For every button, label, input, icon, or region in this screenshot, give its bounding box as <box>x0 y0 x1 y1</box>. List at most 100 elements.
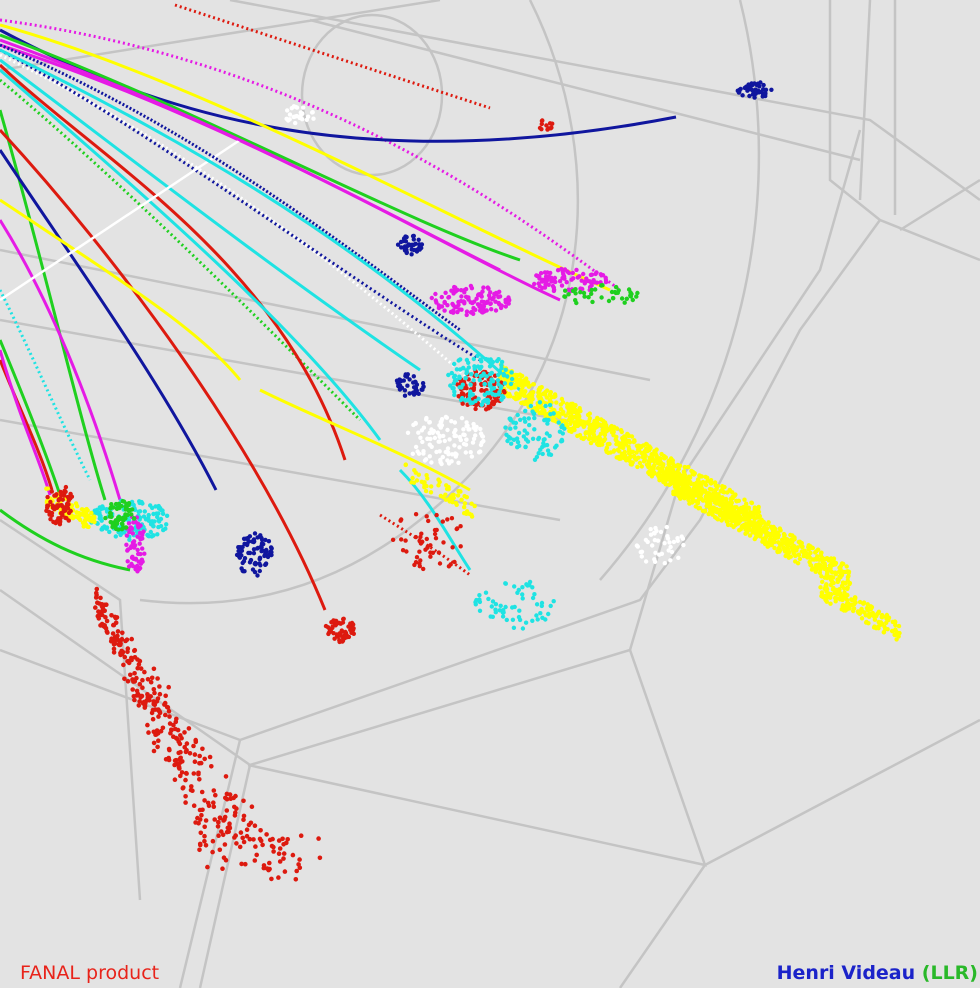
hit <box>646 459 651 464</box>
hit <box>115 629 121 634</box>
hit <box>90 515 96 521</box>
hit <box>63 484 69 490</box>
hit <box>432 531 438 537</box>
hit <box>417 538 422 544</box>
hit <box>440 519 445 524</box>
hit <box>828 601 833 606</box>
hit <box>833 590 838 596</box>
hit <box>594 270 599 275</box>
hit <box>578 286 583 291</box>
hit <box>503 367 508 372</box>
hit <box>479 294 484 299</box>
hit <box>763 87 769 93</box>
hit <box>532 427 537 432</box>
hit <box>133 556 139 561</box>
hit <box>845 575 851 580</box>
hit <box>203 843 209 848</box>
hit <box>146 512 151 518</box>
hit <box>156 714 161 719</box>
hit <box>468 450 473 455</box>
hit <box>466 397 472 402</box>
hit <box>516 430 522 436</box>
hit <box>458 357 463 362</box>
hit <box>224 808 230 813</box>
hit <box>564 280 569 285</box>
hit <box>500 393 505 399</box>
hit <box>894 630 899 636</box>
hit <box>876 609 882 614</box>
hit <box>398 377 403 383</box>
hit <box>785 552 791 557</box>
hit <box>530 397 535 402</box>
hit <box>436 483 441 488</box>
hit <box>430 550 436 555</box>
hit <box>421 425 427 430</box>
hit <box>439 294 444 300</box>
hit <box>485 299 490 304</box>
hit <box>268 545 274 550</box>
hit <box>619 296 625 301</box>
hit <box>543 280 549 286</box>
hit <box>514 436 520 441</box>
hit <box>276 838 282 843</box>
hit <box>546 611 551 617</box>
hit <box>617 449 622 454</box>
hit <box>66 510 72 516</box>
hit <box>237 545 243 550</box>
hit <box>191 803 197 808</box>
hit <box>477 593 482 598</box>
hit <box>587 416 593 421</box>
hit <box>142 705 148 710</box>
hit <box>747 533 753 538</box>
hit <box>183 794 188 799</box>
hit <box>164 513 170 518</box>
hit <box>241 536 247 541</box>
track-blue-dotted-1 <box>0 48 481 362</box>
hit <box>132 647 138 653</box>
hit <box>590 428 596 433</box>
hit <box>506 434 511 440</box>
hit <box>886 615 892 620</box>
hit <box>111 622 117 628</box>
hit <box>471 378 476 383</box>
hit <box>493 291 499 296</box>
hit <box>673 464 678 469</box>
hit <box>473 395 478 400</box>
hit <box>483 590 489 595</box>
hit <box>409 252 414 257</box>
hit <box>149 675 155 681</box>
hit <box>108 510 113 516</box>
hit <box>282 869 288 874</box>
hit <box>730 510 735 515</box>
hit <box>498 603 503 608</box>
hit <box>670 474 676 479</box>
hit <box>777 526 783 531</box>
hit <box>463 442 469 447</box>
hit <box>197 847 202 853</box>
hit <box>151 699 156 704</box>
hit <box>682 496 687 501</box>
hit <box>598 437 603 442</box>
hit <box>152 690 157 696</box>
hit <box>126 521 132 526</box>
hit <box>542 443 547 448</box>
hit <box>404 549 409 554</box>
hit <box>269 843 275 849</box>
track-green-dotted <box>0 78 362 422</box>
hit <box>197 777 202 782</box>
hit <box>505 374 510 379</box>
hit <box>690 500 695 505</box>
hit <box>763 529 768 535</box>
hit <box>224 796 230 802</box>
hit <box>630 449 636 454</box>
hit <box>247 534 253 539</box>
hit <box>896 623 902 629</box>
hit <box>763 522 768 527</box>
hit <box>766 543 771 548</box>
hit <box>840 580 846 585</box>
hit <box>444 415 449 420</box>
hit <box>198 842 203 848</box>
hit <box>544 431 550 436</box>
hit <box>768 531 773 537</box>
